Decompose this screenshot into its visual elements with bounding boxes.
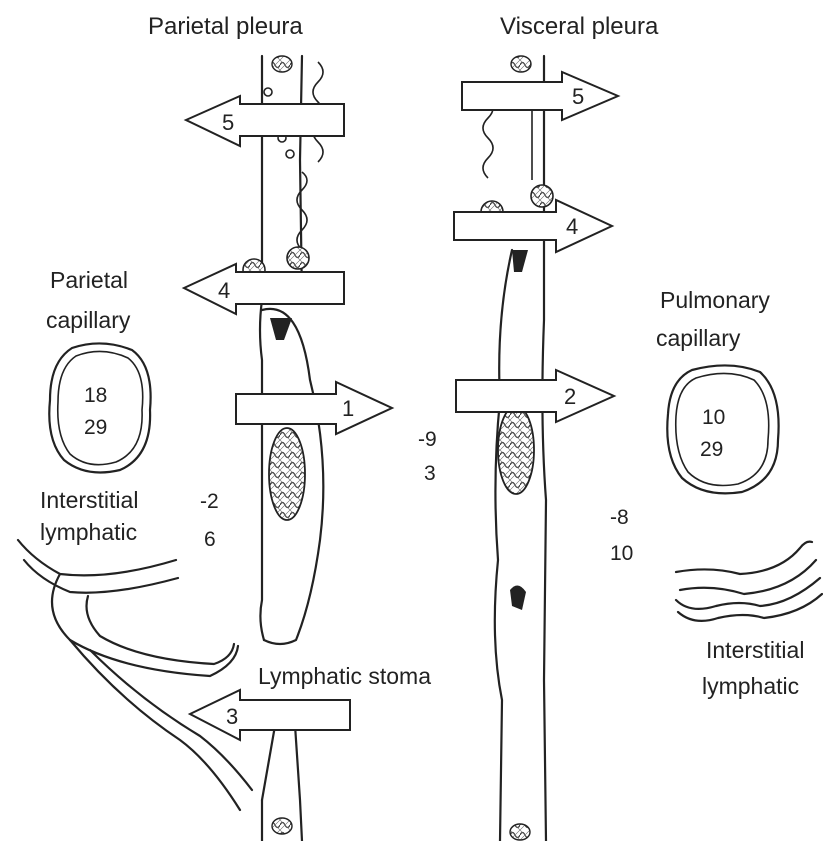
parietal-interstitium-value-2: 6 [204,528,216,551]
parietal-capillary-label-1: Parietal [50,267,128,293]
interstitial-lymphatic-right-label-1: Interstitial [706,637,804,663]
arrow-2-label: 2 [564,384,576,409]
parietal-capillary-value-1: 18 [84,384,107,407]
parietal-interstitium-value-1: -2 [200,490,219,513]
visceral-interstitium-value-2: 10 [610,542,633,565]
lymphatic-stoma-label: Lymphatic stoma [258,663,431,689]
interstitial-lymphatic-right-label-2: lymphatic [702,673,799,699]
arrow-5-left-label: 5 [222,110,234,135]
interstitial-lymphatic-left-label-1: Interstitial [40,487,138,513]
pulmonary-capillary-label-1: Pulmonary [660,287,770,313]
pulmonary-capillary-label-2: capillary [656,325,741,351]
visceral-pleura-membrane [481,56,553,841]
interstitial-lymphatic-left-label-2: lymphatic [40,519,137,545]
arrow-4-left-label: 4 [218,278,230,303]
pulmonary-capillary-value-2: 29 [700,438,723,461]
interstitial-lymphatic-left: Interstitial lymphatic [18,487,252,810]
pulmonary-capillary: Pulmonary capillary 10 29 [656,287,779,493]
pulmonary-capillary-value-1: 10 [702,406,725,429]
interstitial-lymphatic-right: Interstitial lymphatic [676,542,822,699]
visceral-interstitium-value-1: -8 [610,506,629,529]
arrow-2: 2 [456,370,614,422]
parietal-pleura-title: Parietal pleura [148,13,303,40]
arrow-5-left: 5 [186,96,344,146]
arrow-4-right-label: 4 [566,214,578,239]
arrow-3-label: 3 [226,704,238,729]
parietal-capillary: Parietal capillary 18 29 [46,267,151,472]
parietal-capillary-label-2: capillary [46,307,131,333]
arrow-5-right-label: 5 [572,84,584,109]
visceral-pleura-title: Visceral pleura [500,13,659,40]
arrow-5-right: 5 [462,72,618,120]
parietal-capillary-value-2: 29 [84,416,107,439]
arrow-3: 3 [190,690,350,740]
pleural-space-value-2: 3 [424,462,436,485]
arrow-1-label: 1 [342,396,354,421]
arrow-1: 1 [236,382,392,434]
pleural-space-value-1: -9 [418,428,437,451]
arrow-4-left: 4 [184,264,344,314]
arrow-4-right: 4 [454,200,612,252]
